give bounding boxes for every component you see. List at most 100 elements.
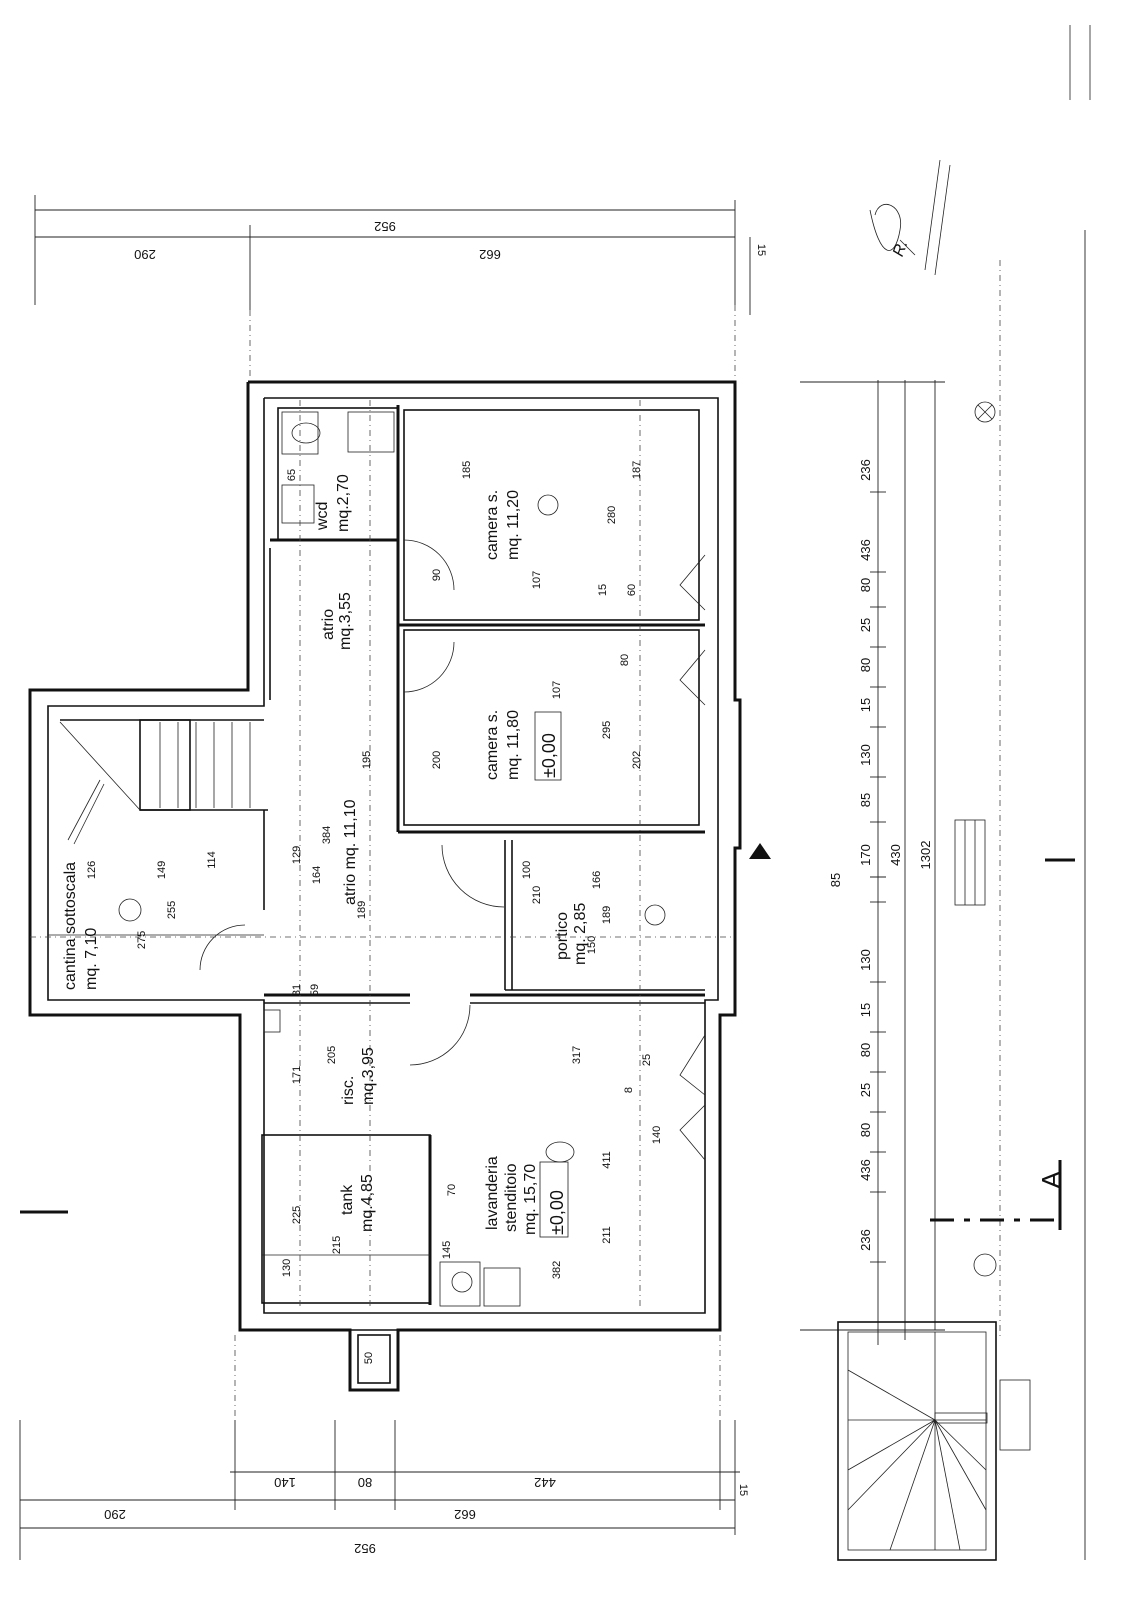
right-dimension-lines [800,230,1086,1560]
interior-dimension-label: 166 [591,871,603,889]
interior-dimension-label: 225 [291,1206,303,1224]
stair-detail [837,1253,1031,1561]
top-dim-left: 290 [134,247,156,262]
right-dim-segment: 170 [858,844,873,866]
interior-dimension-label: 171 [291,1066,303,1084]
room-wc-area: mq.2,70 [335,474,352,532]
bottom-dim-total: 952 [354,1541,376,1556]
center-lines [30,400,735,1310]
fixtures [263,411,521,1307]
right-dim-segment: 236 [858,459,873,481]
interior-dimension-label: 129 [291,846,303,864]
bottom-dim-a: 140 [274,1475,296,1490]
interior-dimension-label: 202 [631,751,643,769]
cantina-marker [118,898,142,922]
right-dim-total: 1302 [918,841,933,870]
outer-walls [28,380,742,1392]
top-dimension-lines [34,195,751,380]
room-atrio-main: atrio mq. 11,10 [342,799,359,905]
right-dim-segment: 80 [858,1043,873,1057]
top-dim-total: 952 [374,219,396,234]
right-dim-segment: 436 [858,1159,873,1181]
top-dim-end: 15 [755,244,767,256]
stair-treads [59,721,251,845]
right-dim-segment: 25 [858,1083,873,1097]
entrance-arrow [749,843,771,859]
interior-dimension-label: 145 [441,1241,453,1259]
interior-dimension-label: 114 [206,851,218,869]
bottom-dim-end: 15 [737,1484,749,1496]
room-portico-name: portico [554,912,571,960]
signature [869,25,1091,276]
level-box-1 [534,711,562,781]
interior-dimension-label: 150 [586,936,598,954]
interior-dimension-label: 200 [431,751,443,769]
interior-dimension-label: 140 [651,1126,663,1144]
room-camera1-name: camera s. [484,490,501,560]
right-dim-segment: 80 [858,1123,873,1137]
interior-dimension-label: 31 [291,984,303,996]
interior-dimension-label: 8 [623,1087,635,1093]
interior-dimension-label: 100 [521,861,533,879]
interior-dimension-label: 215 [331,1236,343,1254]
interior-dimension-label: 317 [571,1046,583,1064]
room-camera2-name: camera s. [484,710,501,780]
top-dim-right: 662 [479,247,501,262]
interior-dimension-label: 205 [326,1046,338,1064]
section-marker [20,858,1075,1230]
level-2: ±0,00 [547,1190,567,1235]
interior-dimension-label: 211 [601,1226,613,1244]
interior-dimension-label: 126 [86,861,98,879]
door-swings [199,539,706,1161]
interior-dimension-label: 384 [321,826,333,844]
level-1: ±0,00 [539,733,559,778]
interior-dimension-label: 255 [166,901,178,919]
interior-dimension-label: 189 [601,906,613,924]
interior-dimension-label: 50 [363,1352,375,1364]
interior-dimension-label: 185 [461,461,473,479]
room-risc-name: risc. [340,1076,357,1105]
interior-dimension-label: 70 [446,1184,458,1196]
interior-dimension-label: 189 [356,901,368,919]
portico-marker [644,904,666,926]
camera1-marker [537,494,559,516]
room-cantina-name: cantina sottoscala [62,862,79,990]
interior-dimension-label: 411 [601,1151,613,1169]
lavanderia-marker [545,1141,575,1163]
interior-dimension-label: 295 [601,721,613,739]
x-marker-top [974,401,996,423]
interior-dimension-label: 280 [606,506,618,524]
room-atrio-small-name: atrio [320,609,337,640]
right-dim-segment: 85 [828,873,843,887]
signature-text: R. [890,238,911,259]
room-lavanderia-area: mq. 15,70 [522,1164,539,1235]
interior-dimension-label: 25 [641,1054,653,1066]
interior-dimension-label: 80 [619,654,631,666]
bottom-dim-mid: 662 [454,1507,476,1522]
right-dim-segment: 130 [858,744,873,766]
right-dimension-ticks: 2364368025801513085170854301301580258043… [828,459,903,1263]
right-dim-segment: 80 [858,578,873,592]
room-camera1-area: mq. 11,20 [505,490,522,560]
right-dim-segment: 25 [858,618,873,632]
right-dim-segment: 130 [858,949,873,971]
right-dim-segment: 430 [888,844,903,866]
interior-dimension-label: 187 [631,461,643,479]
right-dim-segment: 236 [858,1229,873,1251]
interior-dimension-label: 65 [286,469,298,481]
level-box-2 [539,1161,569,1238]
bottom-dim-c: 442 [534,1475,556,1490]
interior-dimension-label: 59 [309,984,321,996]
interior-dimension-label: 107 [531,571,543,589]
interior-dimension-label: 210 [531,886,543,904]
interior-dimension-label: 164 [311,866,323,884]
room-camera2-area: mq. 11,80 [505,710,522,780]
interior-walls [48,405,705,1305]
section-label: A [1036,1171,1066,1189]
room-cantina-area: mq. 7,10 [83,928,100,990]
interior-dimension-label: 275 [136,931,148,949]
room-atrio-small-area: mq.3,55 [337,592,354,650]
room-lavanderia-name2: stenditoio [503,1163,520,1232]
right-dim-segment: 85 [858,793,873,807]
